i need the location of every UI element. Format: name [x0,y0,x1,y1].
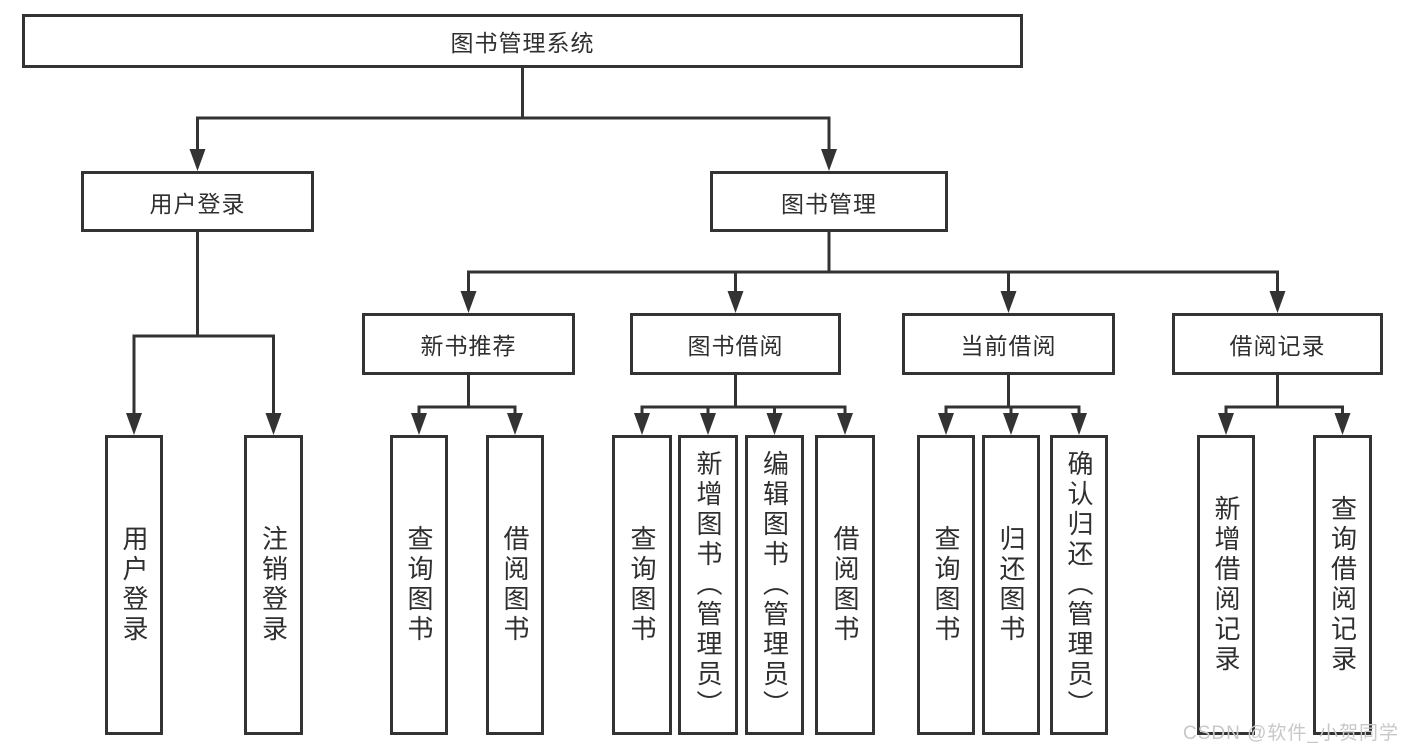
node-label-leaf-edit-book: 编辑图书（管理员） [759,450,790,720]
arrowhead-down-icon [1071,413,1087,435]
node-leaf-query-book-3: 查询图书 [917,435,975,735]
node-label-root: 图书管理系统 [450,30,595,56]
arrowhead-down-icon [634,413,650,435]
node-label-leaf-query-record: 查询借阅记录 [1327,495,1358,675]
node-label-leaf-query-book-1: 查询图书 [404,525,434,645]
node-current-borrow: 当前借阅 [902,313,1115,375]
arrowhead-down-icon [1269,291,1286,313]
arrowhead-down-icon [727,291,744,313]
node-leaf-borrow-book-2: 借阅图书 [815,435,875,735]
node-label-leaf-confirm-return: 确认归还（管理员） [1064,450,1094,720]
arrowhead-down-icon [189,149,206,171]
arrowhead-down-icon [1218,413,1234,435]
node-label-leaf-add-book: 新增图书（管理员） [693,450,723,720]
arrowhead-down-icon [265,413,282,435]
node-label-leaf-return-book: 归还图书 [996,525,1026,645]
arrowhead-down-icon [1003,413,1019,435]
arrowhead-down-icon [766,413,783,435]
arrowhead-down-icon [821,149,837,171]
node-label-leaf-query-book-2: 查询图书 [627,525,657,645]
node-label-user-login: 用户登录 [149,190,246,217]
node-label-leaf-borrow-book-1: 借阅图书 [500,525,530,645]
arrowhead-down-icon [1334,413,1351,435]
node-label-leaf-logout: 注销登录 [258,525,289,645]
arrowhead-down-icon [837,413,853,435]
node-label-current-borrow: 当前借阅 [960,333,1057,359]
node-label-leaf-borrow-book-2: 借阅图书 [830,525,860,645]
node-leaf-confirm-return: 确认归还（管理员） [1050,435,1108,735]
node-leaf-return-book: 归还图书 [982,435,1040,735]
arrowhead-down-icon [460,291,477,313]
node-leaf-query-book-2: 查询图书 [612,435,672,735]
node-book-borrow: 图书借阅 [630,313,841,375]
node-leaf-logout: 注销登录 [244,435,303,735]
node-borrow-records: 借阅记录 [1172,313,1383,375]
node-leaf-add-record: 新增借阅记录 [1197,435,1255,735]
arrowhead-down-icon [126,413,142,435]
node-leaf-borrow-book-1: 借阅图书 [486,435,544,735]
node-label-leaf-add-record: 新增借阅记录 [1211,495,1241,675]
arrowhead-down-icon [411,413,427,435]
node-label-leaf-login: 用户登录 [119,525,149,645]
node-user-login: 用户登录 [81,171,314,232]
arrowhead-down-icon [700,413,716,435]
node-new-book-rec: 新书推荐 [362,313,575,375]
node-label-leaf-query-book-3: 查询图书 [931,525,961,645]
watermark: CSDN @软件_小贺同学 [1183,723,1399,744]
node-leaf-query-record: 查询借阅记录 [1313,435,1372,735]
node-label-borrow-records: 借阅记录 [1229,333,1326,359]
node-root: 图书管理系统 [22,14,1023,68]
arrowhead-down-icon [1000,291,1017,313]
node-label-book-mgmt: 图书管理 [781,190,877,217]
arrowhead-down-icon [938,413,954,435]
node-label-book-borrow: 图书借阅 [687,333,784,359]
node-leaf-edit-book: 编辑图书（管理员） [745,435,804,735]
node-leaf-login: 用户登录 [105,435,163,735]
node-book-mgmt: 图书管理 [710,171,948,232]
node-label-new-book-rec: 新书推荐 [420,333,517,359]
arrowhead-down-icon [507,413,523,435]
node-leaf-query-book-1: 查询图书 [390,435,448,735]
node-leaf-add-book: 新增图书（管理员） [678,435,738,735]
